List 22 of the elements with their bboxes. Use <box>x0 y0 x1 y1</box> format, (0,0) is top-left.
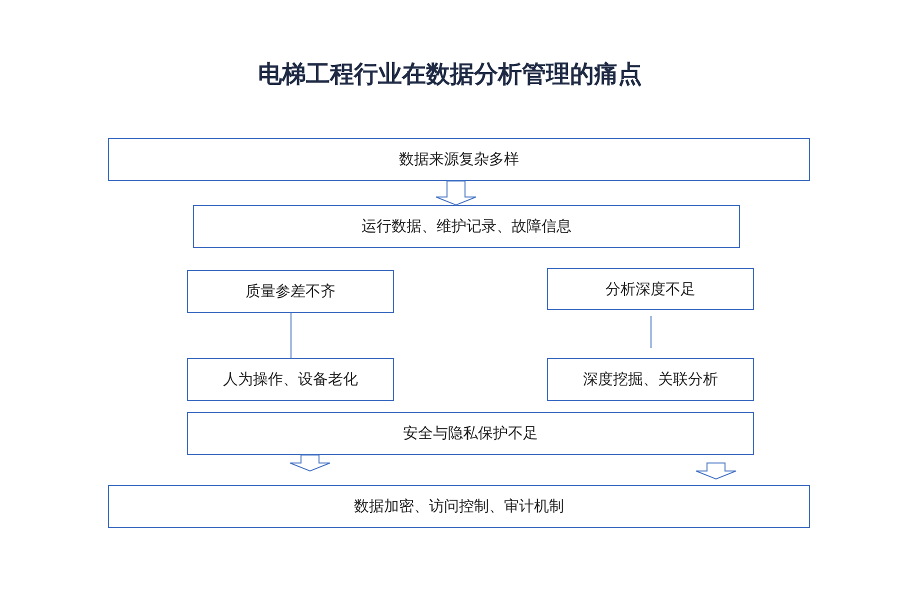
block-arrow <box>290 454 330 472</box>
process-box <box>547 268 754 310</box>
box-label: 人为操作、设备老化 <box>223 370 358 389</box>
process-box <box>547 358 754 401</box>
box-label: 数据来源复杂多样 <box>399 150 519 169</box>
box-label: 安全与隐私保护不足 <box>403 424 538 443</box>
process-box <box>187 412 754 455</box>
connector-line <box>650 316 652 348</box>
box-label: 深度挖掘、关联分析 <box>583 370 718 389</box>
process-box <box>193 205 740 248</box>
title: 电梯工程行业在数据分析管理的痛点 <box>258 59 642 88</box>
box-label: 运行数据、维护记录、故障信息 <box>362 217 572 236</box>
block-arrow <box>436 180 476 206</box>
process-box <box>108 485 810 528</box>
connector-line <box>290 312 292 358</box>
process-box <box>108 138 810 181</box>
box-label: 分析深度不足 <box>606 280 696 298</box>
process-box <box>187 270 394 313</box>
box-label: 质量参差不齐 <box>246 282 336 301</box>
box-label: 数据加密、访问控制、审计机制 <box>354 497 564 516</box>
block-arrow <box>696 462 736 480</box>
process-box <box>187 358 394 401</box>
